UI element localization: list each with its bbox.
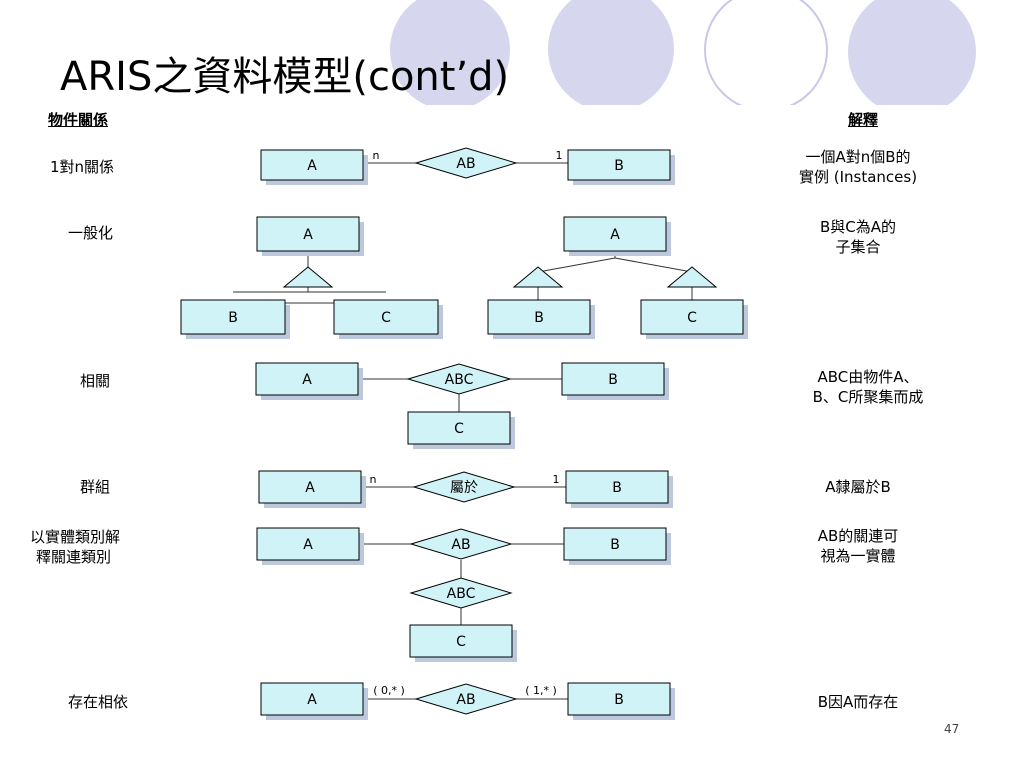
ae-entity-c [409,624,513,658]
row-name-assoc-entity-line1: 以實體類別解 [30,528,121,546]
row1-relation-ab-label: AB [456,156,475,172]
row-name-generalization: 一般化 [68,224,114,242]
assoc-relation-abc [406,363,512,395]
header-relation-type: 物件關係 [48,111,109,129]
row1-entity-b-label: B [614,158,624,174]
gen2-entity-a-label: A [610,227,620,243]
dep-relation-ab-label: AB [456,692,475,708]
gen2-line-left [537,257,616,273]
ae-relation-abc-label: ABC [447,586,476,602]
assoc-entity-b [561,362,665,396]
gen1-entity-b [180,299,286,335]
row-name-one-to-n: 1對n關係 [50,158,115,176]
header-explanation: 解釋 [848,111,879,129]
row-name-association: 相關 [80,372,111,390]
gen2-triangle-b [512,266,564,288]
dep-entity-b-label: B [614,692,624,708]
group-entity-b-label: B [612,480,622,496]
ae-entity-b [563,527,667,561]
ae-relation-ab-label: AB [451,537,470,553]
assoc-entity-a-label: A [302,372,312,388]
group-entity-a [258,470,362,504]
group-card-n: n [370,473,377,486]
decor-circle-3 [848,0,976,116]
gen1-entity-c [333,299,439,335]
dep-relation-ab [414,683,518,715]
ae-entity-a-label: A [303,537,313,553]
gen2-entity-b-label: B [534,310,544,326]
gen2-triangle-c [666,266,718,288]
group-entity-a-label: A [305,480,315,496]
row-name-existence-dependency: 存在相依 [68,693,129,711]
assoc-entity-b-label: B [608,372,618,388]
group-relation-belongs-label: 屬於 [450,480,478,496]
gen1-entity-a-label: A [303,227,313,243]
explain-association-line1: ABC由物件A、 [817,368,919,386]
gen1-triangle [282,266,334,288]
assoc-entity-c [407,411,511,445]
row1-entity-a-label: A [307,158,317,174]
explain-one-to-n-line2: 實例 (Instances) [798,168,918,186]
slide-title: ARIS之資料模型(cont’d) [60,54,510,100]
gen2-entity-c-label: C [687,310,697,326]
assoc-entity-c-label: C [454,421,464,437]
slide-number: 47 [944,722,960,736]
explain-existence-dependency: B因A而存在 [817,693,899,711]
group-entity-b [565,470,669,504]
decor-ring [704,0,828,112]
gen2-entity-c [640,299,744,335]
dep-card-1-many: ( 1,* ) [525,684,557,697]
gen1-entity-a [256,216,360,252]
row-name-assoc-entity-line2: 釋關連類別 [36,548,112,566]
decor-circle-1 [390,0,510,110]
row1-entity-a [260,149,364,181]
explain-assoc-entity-line2: 視為一實體 [820,547,896,565]
explain-group: A隸屬於B [825,478,891,496]
row1-relation-ab [414,147,518,179]
dep-entity-b [567,682,671,716]
gen1-entity-c-label: C [381,310,391,326]
ae-entity-b-label: B [610,537,620,553]
ae-relation-ab [409,528,513,560]
dep-card-0-many: ( 0,* ) [373,684,405,697]
decor-circle-2 [548,0,674,112]
row1-card-n: n [373,149,380,162]
assoc-relation-abc-label: ABC [445,372,474,388]
dep-entity-a-label: A [307,692,317,708]
row1-entity-b [567,149,671,181]
explain-association-line2: B、C所聚集而成 [812,388,924,406]
ae-relation-abc [409,577,513,609]
ae-entity-c-label: C [456,634,466,650]
assoc-entity-a [255,362,359,396]
group-card-1: 1 [553,473,560,486]
row1-card-1: 1 [556,149,563,162]
gen2-entity-a [563,216,667,252]
ae-entity-a [256,527,360,561]
gen2-entity-b [487,299,591,335]
dep-entity-a [260,682,364,716]
row-name-group: 群組 [80,478,111,496]
group-relation-belongs [412,471,516,503]
explain-assoc-entity-line1: AB的關連可 [817,527,899,545]
gen1-entity-b-label: B [228,310,238,326]
explain-one-to-n-line1: 一個A對n個B的 [805,148,911,166]
gen2-line-right [614,257,693,273]
explain-generalization-line1: B與C為A的 [819,218,897,236]
explain-generalization-line2: 子集合 [835,238,881,256]
